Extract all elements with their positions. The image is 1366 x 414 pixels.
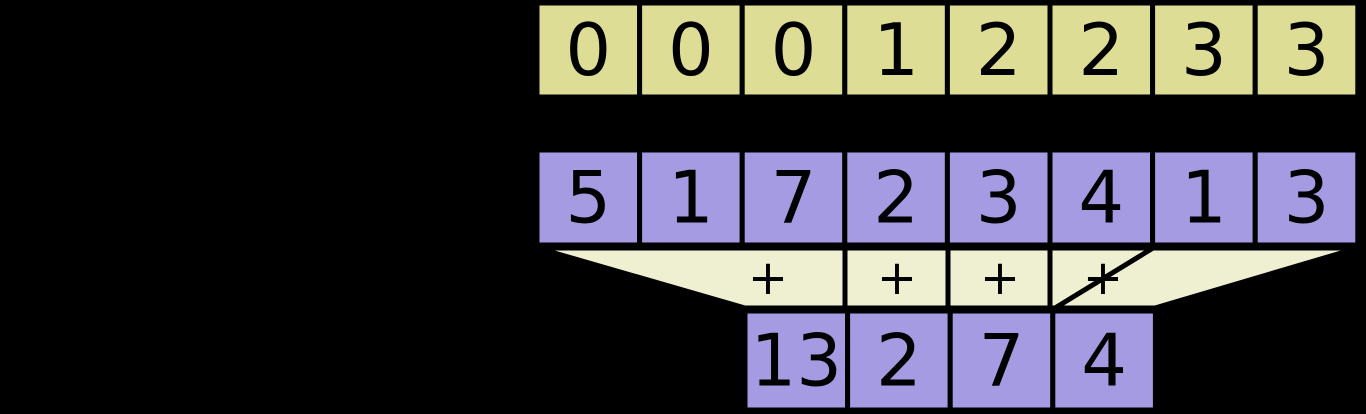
segment-id-cell-label: 0	[771, 8, 817, 92]
result-cell-label: 7	[979, 319, 1025, 403]
value-cell-label: 3	[976, 156, 1022, 240]
segment-id-cell-label: 0	[668, 8, 714, 92]
value-cell-label: 3	[1284, 156, 1330, 240]
plus-operator-icon: +	[877, 250, 917, 306]
segment-id-cell-5: 2	[1047, 0, 1156, 100]
value-cell-label: 1	[1181, 156, 1227, 240]
value-cell-label: 1	[668, 156, 714, 240]
result-cell-label: 4	[1081, 319, 1127, 403]
segment-id-cell-6: 3	[1150, 0, 1258, 100]
result-cell-bg	[1050, 308, 1158, 413]
result-cell-label: 2	[876, 319, 922, 403]
value-cell-bg	[842, 147, 950, 248]
segment-id-cell-2: 0	[739, 0, 848, 100]
value-row: 5 1 7 2 3 4 1	[534, 147, 1361, 248]
value-cell-bg	[637, 147, 745, 248]
segment-id-cell-3: 1	[842, 0, 950, 100]
plus-operator-icon: +	[980, 250, 1020, 306]
value-cell-bg	[534, 147, 643, 248]
segment-id-row: 0 0 0 1 2 2 3	[534, 0, 1361, 100]
funnel-diagonal-divider	[1053, 245, 1155, 311]
segment-id-cell-0: 0	[534, 0, 643, 100]
segment-id-cell-label: 2	[1078, 8, 1124, 92]
value-cell-bg	[944, 147, 1053, 248]
result-cell-bg	[742, 308, 851, 413]
result-row: 13 2 7 4	[742, 308, 1158, 413]
result-cell-1: 2	[845, 308, 953, 413]
result-cell-2: 7	[947, 308, 1056, 413]
segment-id-cell-7: 3	[1252, 0, 1361, 100]
segment-id-cell-label: 2	[976, 8, 1022, 92]
segment-id-cell-1: 0	[637, 0, 745, 100]
segment-id-cell-label: 0	[565, 8, 611, 92]
value-cell-label: 7	[771, 156, 817, 240]
segment-id-cell-label: 1	[873, 8, 919, 92]
segment-id-cell-bg	[1150, 0, 1258, 100]
value-cell-4: 3	[944, 147, 1053, 248]
value-cell-label: 2	[873, 156, 919, 240]
plus-operator-icon: +	[1083, 250, 1123, 306]
segment-id-cell-bg	[944, 0, 1053, 100]
result-cell-0: 13	[742, 308, 851, 413]
value-cell-6: 1	[1150, 147, 1258, 248]
value-cell-5: 4	[1047, 147, 1156, 248]
value-cell-2: 7	[739, 147, 848, 248]
segment-id-cell-bg	[534, 0, 643, 100]
segment-id-cell-bg	[1252, 0, 1361, 100]
value-cell-bg	[1252, 147, 1361, 248]
result-cell-3: 4	[1050, 308, 1158, 413]
result-cell-label: 13	[750, 319, 842, 403]
reduction-funnel: + + + +	[536, 245, 1359, 311]
value-cell-3: 2	[842, 147, 950, 248]
value-cell-label: 5	[565, 156, 611, 240]
segment-id-cell-label: 3	[1181, 8, 1227, 92]
segment-id-cell-bg	[637, 0, 745, 100]
segment-id-cell-bg	[739, 0, 848, 100]
plus-operator-icon: +	[748, 250, 788, 306]
segment-id-cell-4: 2	[944, 0, 1053, 100]
value-cell-label: 4	[1078, 156, 1124, 240]
result-cell-bg	[845, 308, 953, 413]
value-cell-1: 1	[637, 147, 745, 248]
value-cell-7: 3	[1252, 147, 1361, 248]
value-cell-0: 5	[534, 147, 643, 248]
segment-id-cell-label: 3	[1284, 8, 1330, 92]
